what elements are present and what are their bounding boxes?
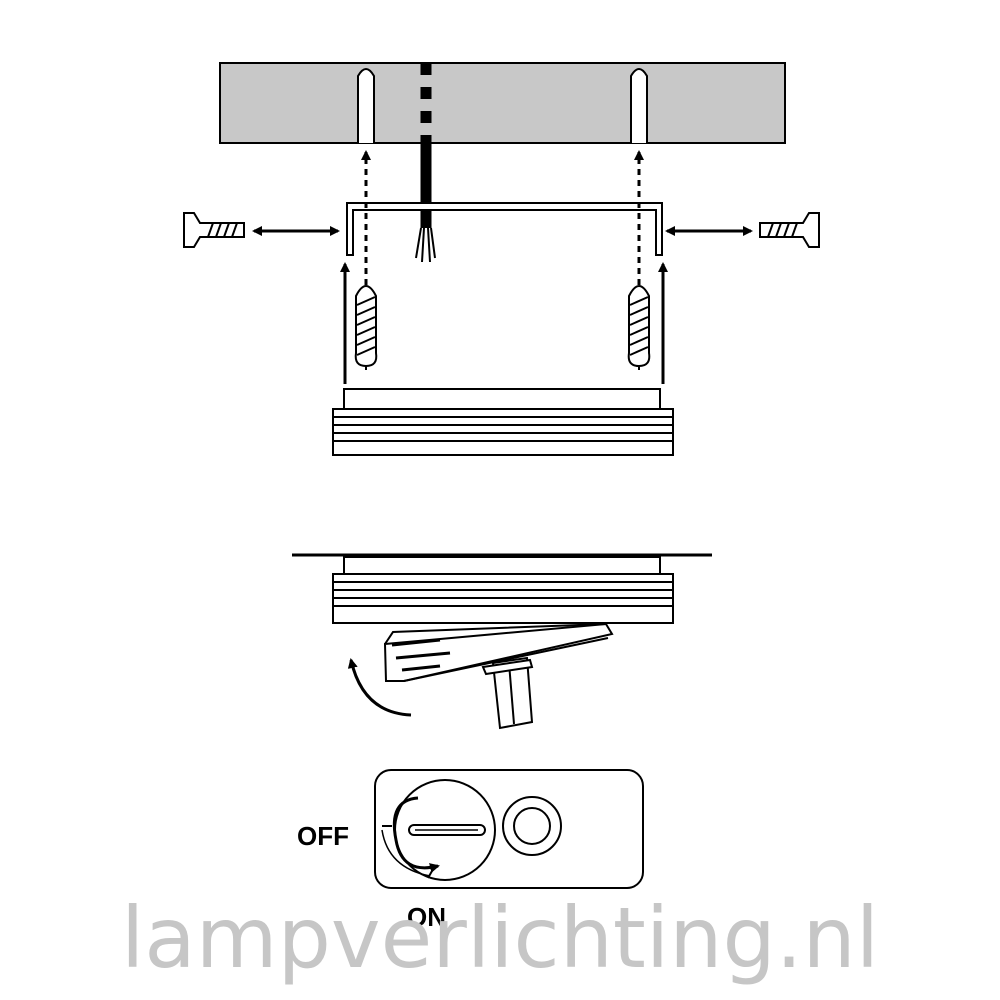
switch-position-arc	[381, 829, 431, 877]
ceiling-icon	[219, 62, 786, 144]
turn-switch-arrow-icon	[392, 796, 438, 868]
canopy-icon	[332, 388, 674, 456]
drill-hole-left-icon	[357, 68, 375, 143]
off-label: OFF	[297, 821, 349, 851]
wall-plug-left-icon	[354, 285, 378, 370]
screw-right-icon	[759, 212, 820, 248]
mounting-bracket-icon	[346, 202, 663, 256]
ceiling-mounting-step	[183, 62, 820, 456]
on-position-tick	[427, 870, 433, 879]
watermark-text: lampverlichting.nl	[121, 889, 879, 987]
rotary-switch-icon	[394, 779, 496, 881]
rotate-arrow-icon	[347, 658, 412, 717]
adapter-insertion-step	[292, 553, 712, 730]
contact-ring-icon	[502, 796, 562, 856]
wall-plug-right-icon	[627, 285, 651, 370]
on-label: ON	[407, 902, 446, 932]
canopy-installed-icon	[332, 556, 674, 624]
drill-hole-right-icon	[630, 68, 648, 143]
switch-step: OFF ON	[297, 769, 644, 932]
screw-left-icon	[183, 212, 245, 248]
power-cable-icon	[415, 63, 436, 263]
track-adapter-icon	[383, 622, 614, 730]
